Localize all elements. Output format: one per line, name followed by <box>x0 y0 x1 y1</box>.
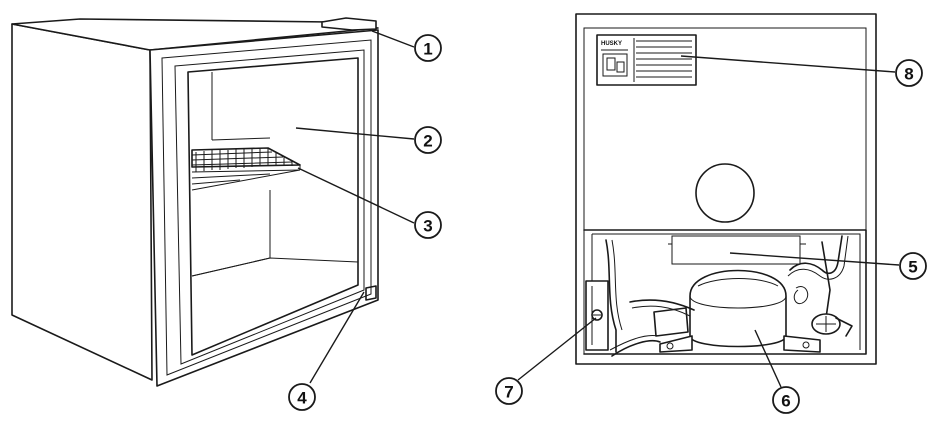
thermostat-control <box>321 17 377 31</box>
callout-5: 5 <box>899 252 927 280</box>
callout-6-number: 6 <box>781 392 790 411</box>
leader-1 <box>371 30 415 48</box>
callout-8: 8 <box>895 59 923 87</box>
power-socket <box>585 280 609 351</box>
compressor <box>609 269 821 357</box>
leader-8 <box>680 55 896 73</box>
leader-3 <box>297 167 415 224</box>
callout-2-number: 2 <box>423 132 432 151</box>
round-vent <box>695 163 755 223</box>
door-frame <box>149 29 379 387</box>
callout-leaders <box>295 30 900 388</box>
callout-7-number: 7 <box>504 383 513 402</box>
leader-5 <box>729 252 900 266</box>
leader-4 <box>309 291 365 384</box>
callout-4: 4 <box>288 383 316 411</box>
drain-valve <box>811 313 853 337</box>
interior-floor <box>191 257 359 277</box>
callout-3-number: 3 <box>423 217 432 236</box>
callout-8-number: 8 <box>904 65 913 84</box>
rating-plate-brand: HUSKY <box>601 41 622 47</box>
callout-1: 1 <box>414 34 442 62</box>
rating-plate: HUSKY <box>596 34 697 86</box>
fridge-rear-view: HUSKY <box>575 13 877 365</box>
fridge-front-view <box>11 17 379 387</box>
cabinet-side-panel <box>11 23 153 381</box>
callout-3: 3 <box>414 211 442 239</box>
wire-shelf <box>191 147 301 191</box>
callout-6: 6 <box>772 386 800 414</box>
door-bevel-inner <box>174 49 365 365</box>
glass-window <box>187 57 359 356</box>
leader-6 <box>754 329 782 388</box>
callout-5-number: 5 <box>908 258 917 277</box>
callout-7: 7 <box>495 377 523 405</box>
door-bevel-outer <box>161 39 372 376</box>
callout-1-number: 1 <box>423 40 432 59</box>
callout-2: 2 <box>414 126 442 154</box>
leader-2 <box>295 127 415 140</box>
door-hinge <box>365 285 377 301</box>
leader-7 <box>517 317 597 381</box>
callout-4-number: 4 <box>297 389 307 408</box>
